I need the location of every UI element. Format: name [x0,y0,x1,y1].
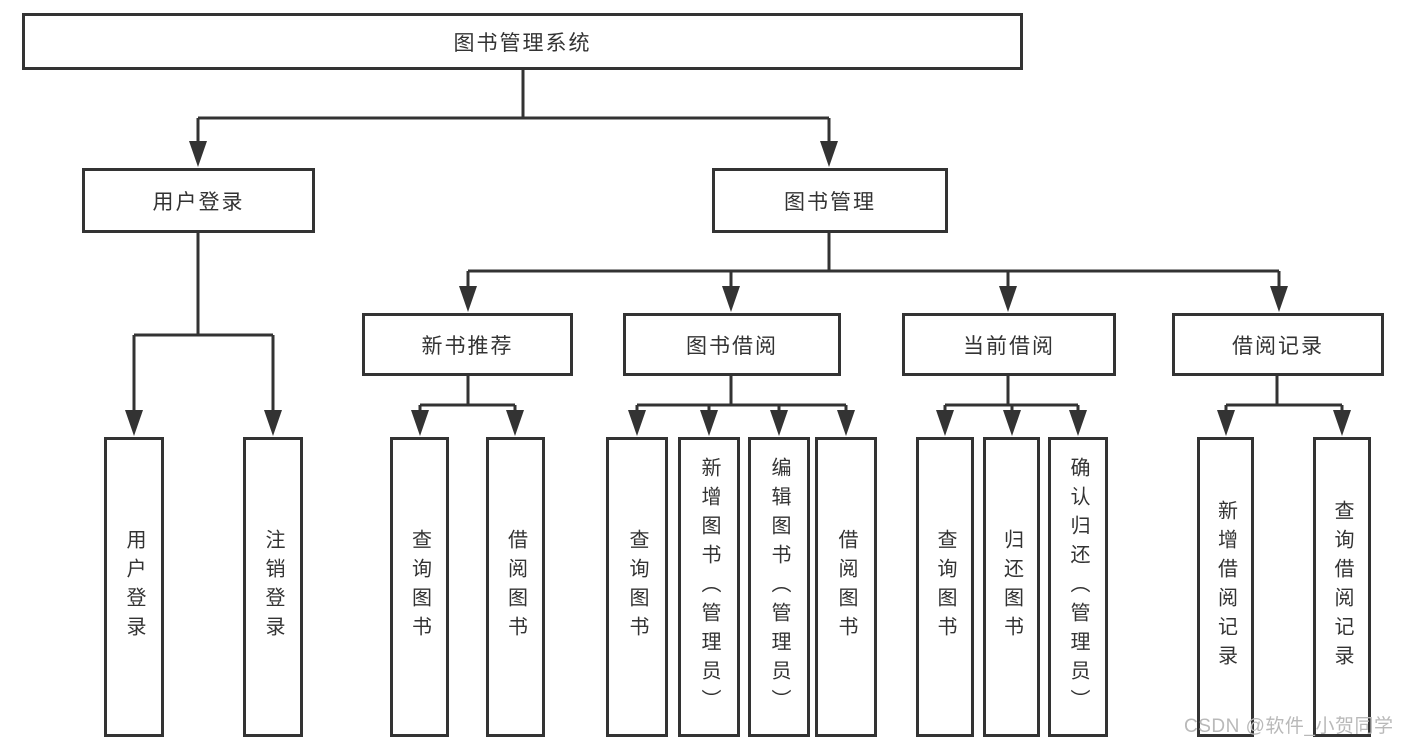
node-label: 新书推荐 [421,334,514,358]
leaf-user-login: 用户登录 [104,437,164,737]
node-user-login: 用户登录 [82,168,315,233]
node-label: 借阅记录 [1232,334,1324,358]
leaf-confirm-return-admin: 确认归还（管理员） [1048,437,1108,737]
node-label: 用户登录 [123,529,145,645]
node-label: 借阅图书 [504,529,527,645]
leaf-query-borrow-record: 查询借阅记录 [1313,437,1371,737]
leaf-add-borrow-record: 新增借阅记录 [1197,437,1254,737]
leaf-borrow-books: 借阅图书 [815,437,877,737]
node-label: 借阅图书 [835,529,857,645]
node-library-management-system: 图书管理系统 [22,13,1023,70]
node-label: 图书管理系统 [453,31,592,55]
node-label: 查询图书 [408,529,431,645]
node-label: 查询图书 [934,529,956,645]
node-label: 编辑图书（管理员） [768,456,790,718]
node-book-management: 图书管理 [712,168,948,233]
node-label: 用户登录 [152,190,245,214]
leaf-add-books-admin: 新增图书（管理员） [678,437,740,737]
node-label: 确认归还（管理员） [1067,456,1089,718]
leaf-return-books: 归还图书 [983,437,1040,737]
leaf-query-books: 查询图书 [390,437,449,737]
node-label: 新增图书（管理员） [698,456,720,718]
node-label: 当前借阅 [963,334,1055,358]
node-new-book-recommend: 新书推荐 [362,313,573,376]
node-label: 查询图书 [626,529,648,645]
leaf-edit-books-admin: 编辑图书（管理员） [748,437,810,737]
leaf-query-books: 查询图书 [916,437,974,737]
leaf-logout: 注销登录 [243,437,303,737]
leaf-query-books: 查询图书 [606,437,668,737]
node-label: 查询借阅记录 [1331,500,1353,674]
arrowhead-icons [125,141,1351,436]
node-label: 新增借阅记录 [1214,500,1237,674]
node-current-borrowing: 当前借阅 [902,313,1116,376]
csdn-watermark: CSDN @软件_小贺同学 [1184,716,1394,737]
node-label: 归还图书 [1000,529,1023,645]
leaf-borrow-books: 借阅图书 [486,437,545,737]
node-book-borrowing: 图书借阅 [623,313,841,376]
node-label: 图书借阅 [686,334,778,358]
node-borrowing-records: 借阅记录 [1172,313,1384,376]
node-label: 注销登录 [262,529,284,645]
node-label: 图书管理 [784,190,876,214]
